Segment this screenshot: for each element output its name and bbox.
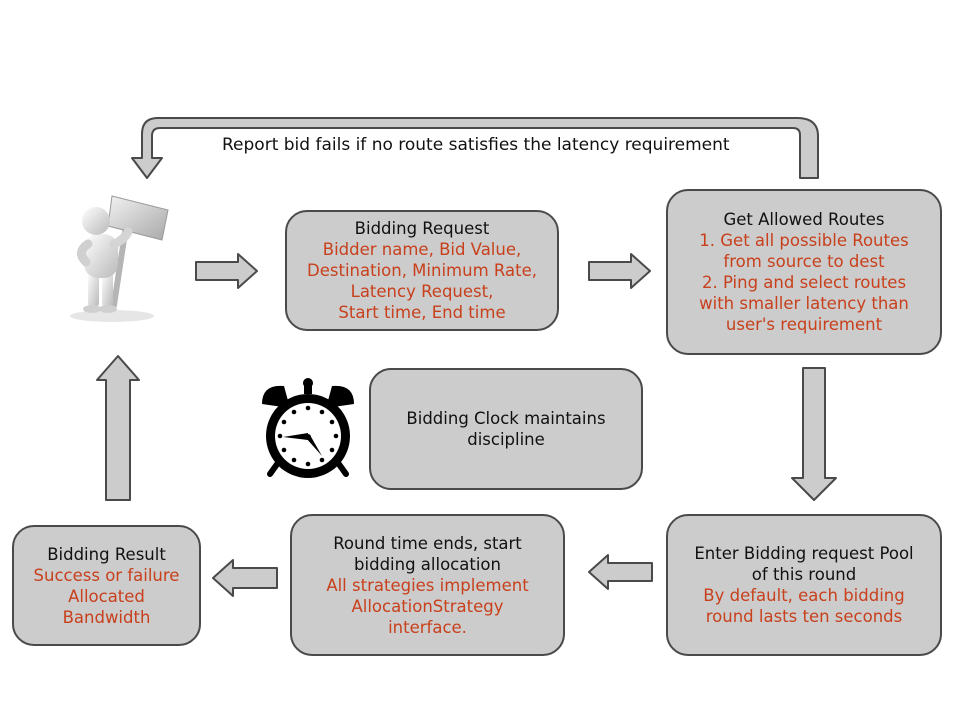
allowed-routes-detail: from source to dest bbox=[723, 252, 885, 271]
bidding-request-box: Bidding Request Bidder name, Bid Value, … bbox=[285, 210, 559, 331]
allocation-title: bidding allocation bbox=[354, 554, 501, 574]
request-pool-title: Enter Bidding request Pool bbox=[694, 544, 914, 563]
bidding-request-detail: Start time, End time bbox=[338, 303, 506, 322]
bidding-result-title: Bidding Result bbox=[47, 544, 166, 564]
person-holding-sign-icon bbox=[70, 195, 169, 322]
allocation-box: Round time ends, start bidding allocatio… bbox=[290, 514, 565, 656]
allowed-routes-detail: 1. Get all possible Routes bbox=[699, 231, 909, 250]
request-pool-title: of this round bbox=[751, 565, 857, 584]
allowed-routes-title: Get Allowed Routes bbox=[723, 210, 885, 229]
arrow-request-to-routes bbox=[588, 253, 651, 289]
bidding-clock-text: discipline bbox=[467, 430, 545, 449]
request-pool-detail: round lasts ten seconds bbox=[705, 607, 903, 626]
arrow-pool-to-allocation bbox=[588, 554, 653, 590]
allocation-title: Round time ends, start bbox=[333, 533, 522, 553]
arrow-routes-to-pool bbox=[791, 367, 837, 501]
bidding-request-detail: Bidder name, Bid Value, bbox=[322, 240, 522, 259]
bidding-request-title: Bidding Request bbox=[354, 219, 490, 238]
allocation-detail: All strategies implement bbox=[326, 575, 529, 595]
request-pool-detail: By default, each bidding bbox=[703, 586, 905, 605]
bidding-result-box: Bidding Result Success or failure Alloca… bbox=[12, 525, 201, 646]
bidding-clock-box: Bidding Clock maintains discipline bbox=[369, 368, 643, 490]
bidding-result-detail: Allocated bbox=[68, 586, 145, 606]
feedback-arrow bbox=[131, 117, 819, 179]
bidding-request-detail: Latency Request, bbox=[350, 282, 494, 301]
allowed-routes-detail: with smaller latency than bbox=[699, 294, 909, 313]
bidding-clock-text: Bidding Clock maintains bbox=[406, 409, 606, 428]
arrow-result-to-person bbox=[96, 355, 140, 501]
request-pool-box: Enter Bidding request Pool of this round… bbox=[666, 514, 942, 656]
feedback-label: Report bid fails if no route satisfies t… bbox=[222, 135, 730, 155]
allocation-detail: AllocationStrategy bbox=[351, 596, 504, 616]
bidding-result-detail: Success or failure bbox=[33, 565, 180, 585]
allocation-detail: interface. bbox=[388, 617, 467, 637]
allowed-routes-detail: 2. Ping and select routes bbox=[701, 273, 907, 292]
allowed-routes-detail: user's requirement bbox=[725, 315, 883, 334]
alarm-clock-icon bbox=[262, 378, 354, 478]
arrow-allocation-to-result bbox=[212, 559, 278, 597]
bidding-request-detail: Destination, Minimum Rate, bbox=[307, 261, 537, 280]
allowed-routes-box: Get Allowed Routes 1. Get all possible R… bbox=[666, 189, 942, 355]
bidding-result-detail: Bandwidth bbox=[62, 607, 151, 627]
arrow-person-to-request bbox=[195, 253, 258, 289]
